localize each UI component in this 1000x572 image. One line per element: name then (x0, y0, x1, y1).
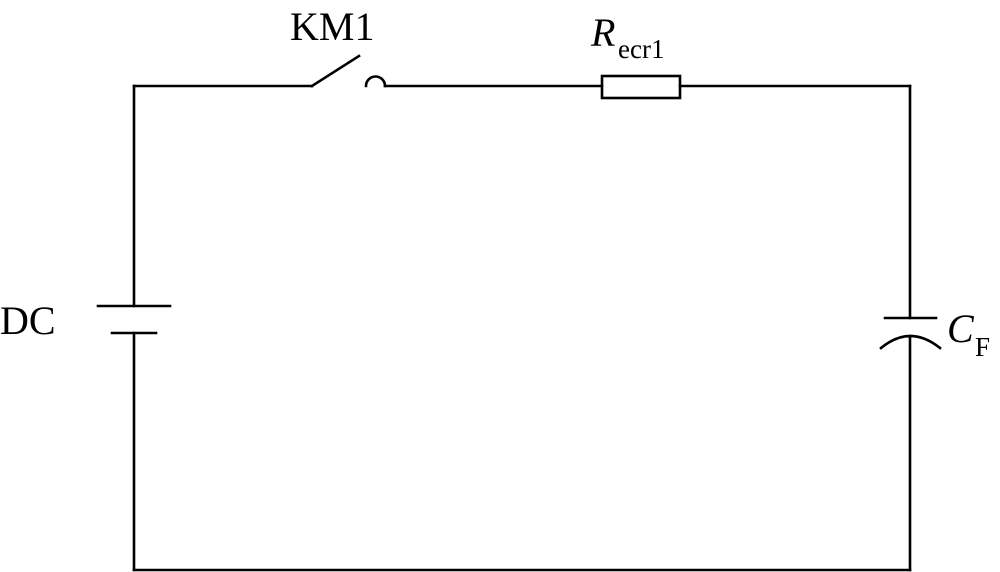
capacitor-cf (879, 316, 942, 350)
resistor-body (600, 74, 682, 100)
resistor-label-main: R (590, 10, 615, 55)
capacitor-label-main: C (947, 306, 975, 351)
switch-blade (310, 54, 361, 88)
capacitor-label-sub: F (975, 332, 990, 362)
dc-label: DC (0, 298, 56, 343)
circuit-wires (132, 84, 912, 572)
resistor-ecr1 (600, 74, 682, 100)
switch-label: KM1 (290, 4, 374, 49)
switch-km1 (310, 54, 387, 88)
dc-source (96, 304, 172, 335)
capacitor-curved-plate (879, 334, 942, 350)
switch-contact (364, 75, 387, 88)
resistor-label-sub: ecr1 (618, 34, 664, 64)
